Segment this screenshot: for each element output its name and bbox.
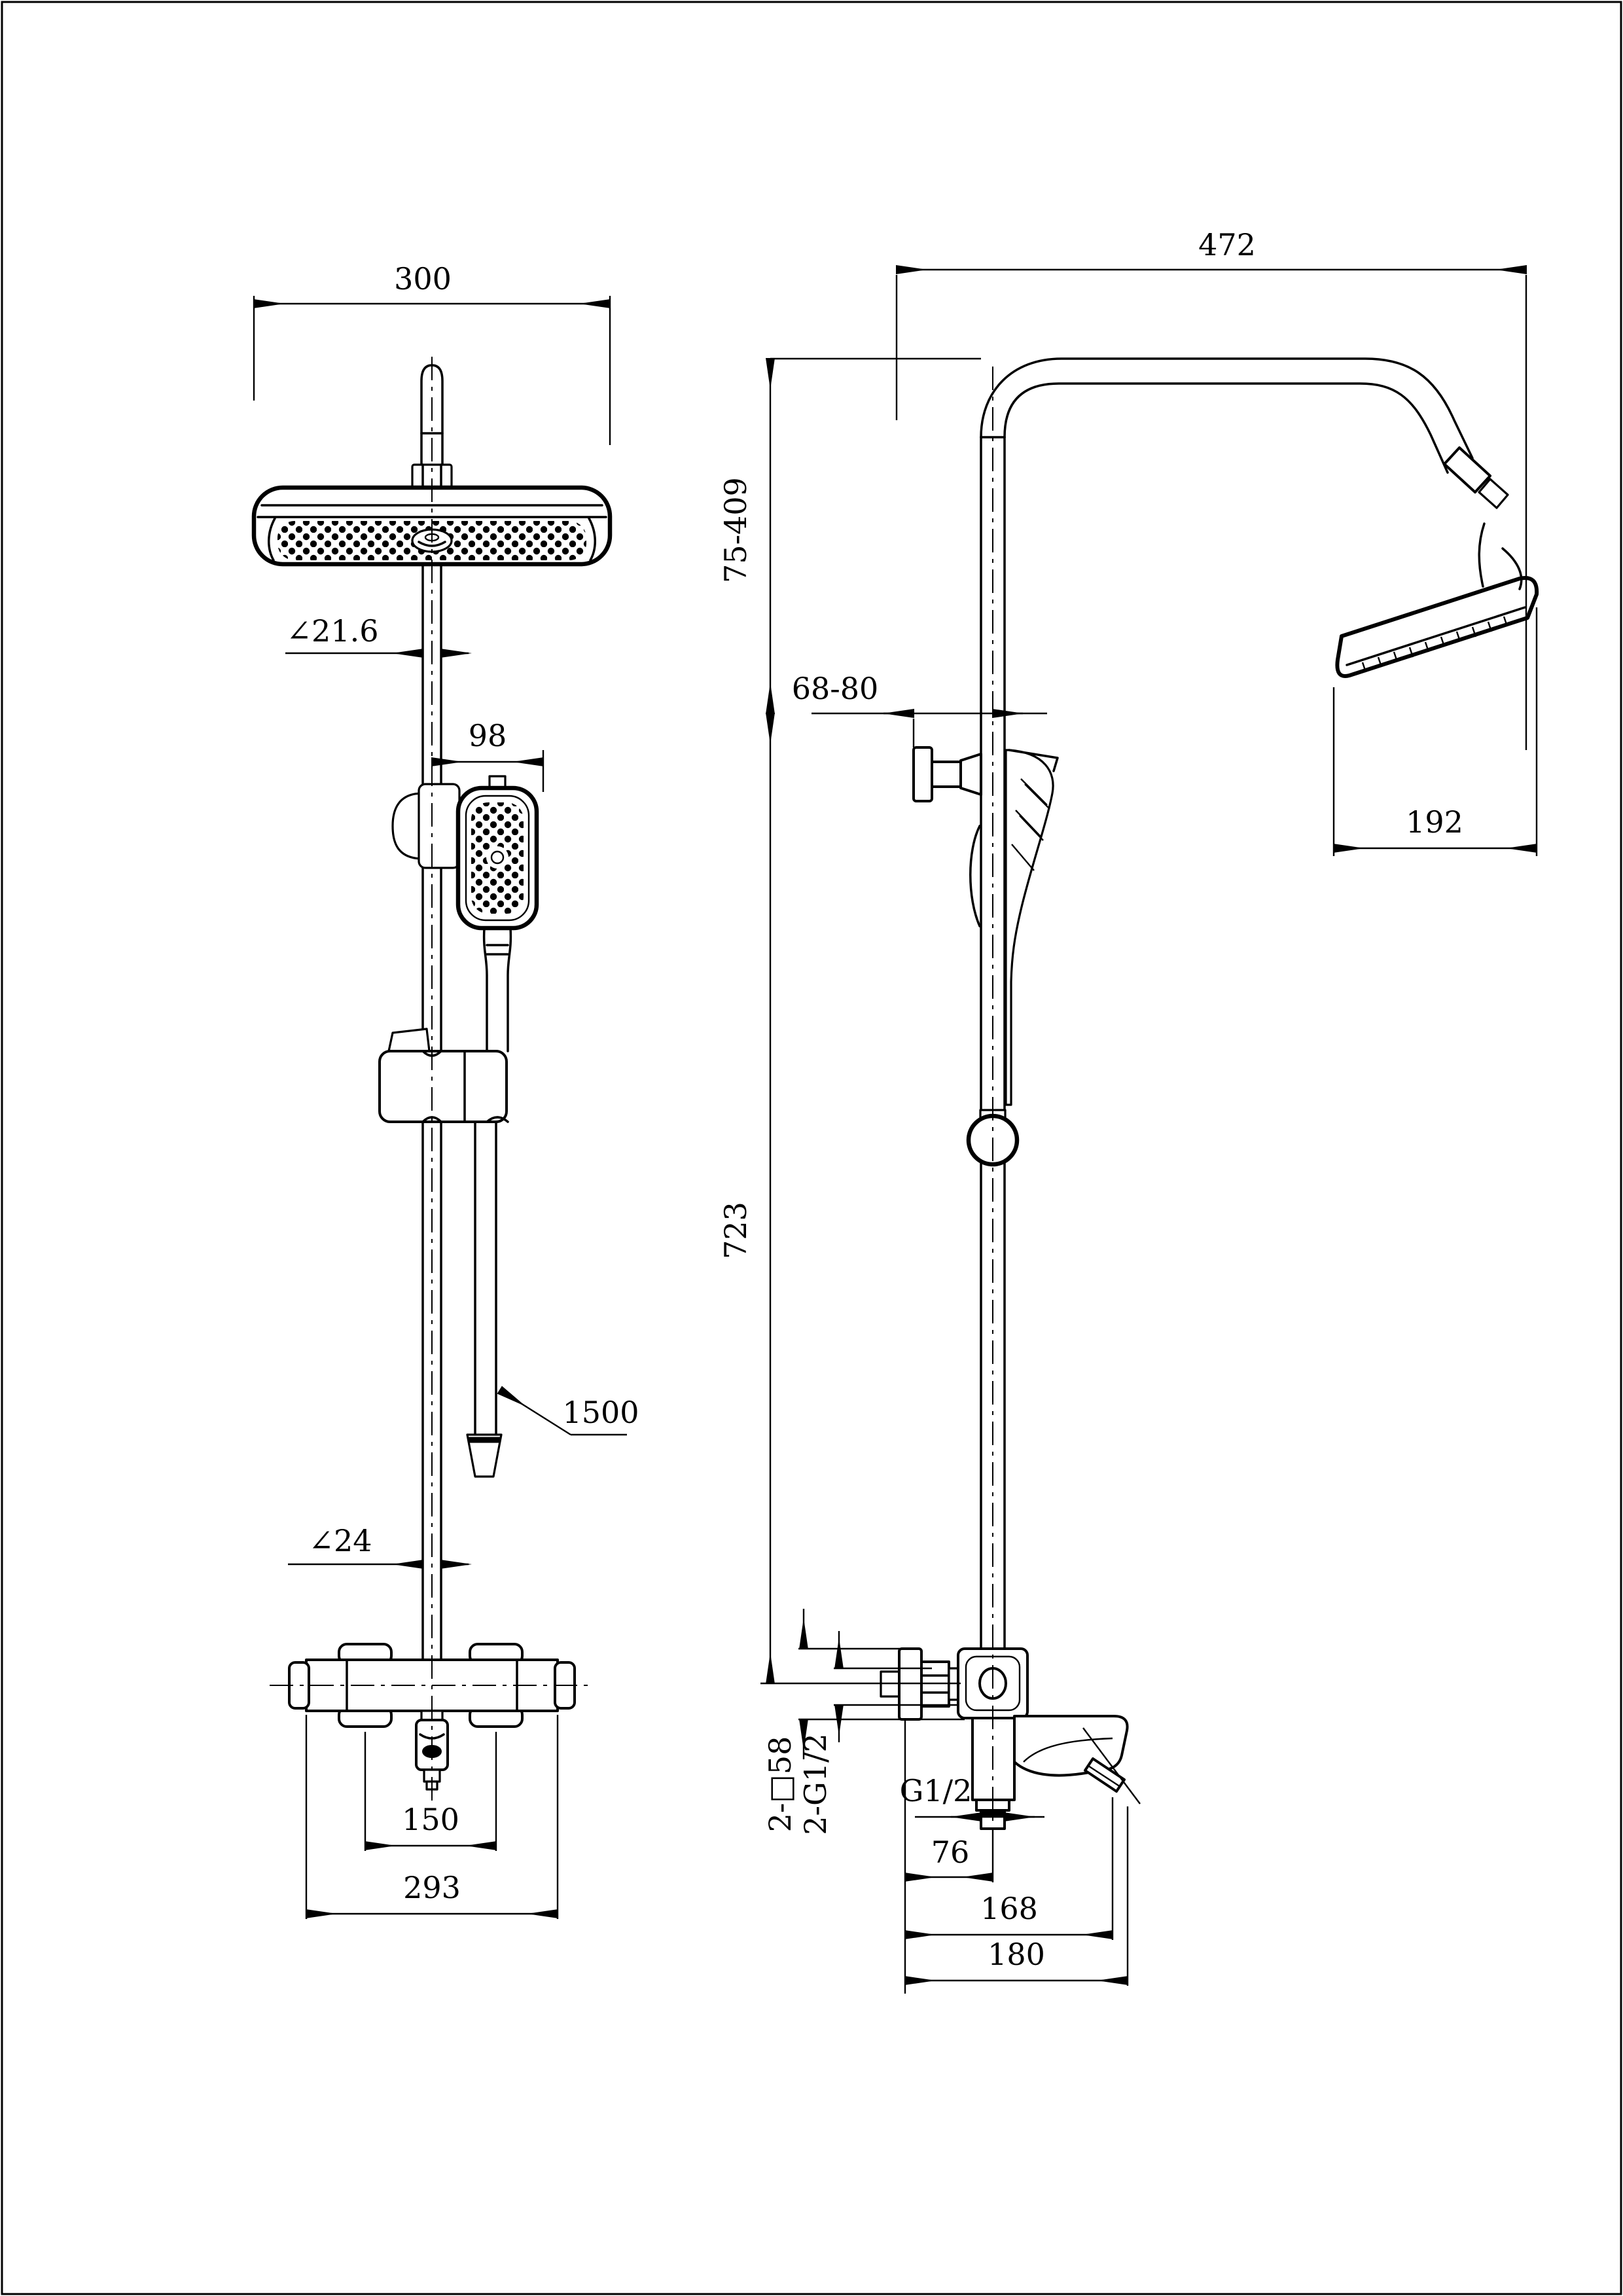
slider-bracket xyxy=(378,1050,508,1123)
handshower-center-ring xyxy=(490,850,505,865)
dim-168: 168 xyxy=(904,1797,1114,1940)
riser-pipe xyxy=(980,436,1006,1650)
dim-472: 472 xyxy=(895,227,1527,750)
front-view: 300 ∠21.6 98 1500 ∠24 150 xyxy=(251,261,639,1919)
handshower-side xyxy=(1005,749,1054,1106)
dim-24: ∠24 xyxy=(288,1523,472,1569)
bath-spout xyxy=(1013,1715,1129,1777)
arm-inner xyxy=(1003,382,1449,474)
dim-68-80: 68-80 xyxy=(792,671,1047,747)
handshower-handle xyxy=(482,927,512,1052)
dim-98: 98 xyxy=(431,718,544,792)
aerator-line xyxy=(1088,1765,1121,1788)
spout-bore-line xyxy=(1023,1737,1113,1763)
dim-723: 723 xyxy=(718,713,775,1684)
stub-nut-facets xyxy=(421,463,442,489)
ball-joint-cone xyxy=(1478,522,1523,590)
wall-bracket-cone xyxy=(959,753,982,796)
clamp-body xyxy=(418,783,461,869)
dim-column-height: 723 xyxy=(718,1202,753,1259)
head-side-rim xyxy=(1346,606,1526,666)
dim-handshower-offset: 98 xyxy=(469,718,507,753)
dim-1500: 1500 xyxy=(497,1386,639,1436)
head-center-arc xyxy=(418,541,446,547)
dim-head-width: 300 xyxy=(394,261,452,296)
dim-inlet-threads: 2-G1/2 xyxy=(798,1733,833,1835)
dim-slidebar-diameter: ∠24 xyxy=(308,1523,372,1558)
connector-nut xyxy=(1443,446,1491,493)
connector-nut-2 xyxy=(1478,478,1509,509)
hose-end-cone xyxy=(466,1433,503,1478)
wall-bracket-stem xyxy=(931,761,962,788)
wall-bracket-plate xyxy=(912,746,933,802)
dim-spout-outlet-offset: 76 xyxy=(931,1835,970,1870)
bracket-lever xyxy=(387,1028,431,1052)
shower-hose xyxy=(474,1121,497,1436)
handshower-side-ledge xyxy=(1008,749,1059,772)
head-end-folds xyxy=(268,517,596,562)
dim-height-adjust: 75-409 xyxy=(718,477,753,583)
dim-192: 192 xyxy=(1332,607,1538,856)
dim-head-diameter: 192 xyxy=(1406,804,1463,840)
dim-76: 76 xyxy=(904,1719,993,1994)
handshower-face-rim xyxy=(465,795,530,922)
dim-2-sq58: 2-□58 xyxy=(762,1609,965,1832)
dim-spout-reach: 168 xyxy=(980,1891,1038,1926)
hex-facets xyxy=(920,1674,950,1694)
dim-180: 180 xyxy=(904,1806,1129,1986)
dim-2-g12: 2-G1/2 xyxy=(798,1631,957,1835)
dim-293: 293 xyxy=(305,1715,559,1919)
dim-inlet-spacing: 150 xyxy=(402,1802,459,1837)
dim-21-6: ∠21.6 xyxy=(285,613,472,658)
dim-g12: G1/2 xyxy=(900,1773,1044,1821)
handshower-center-hole xyxy=(486,846,508,869)
dim-spout-total-reach: 180 xyxy=(988,1937,1045,1972)
side-view: 472 75-409 68-80 192 723 2-□58 xyxy=(718,227,1539,1994)
dim-75-409: 75-409 xyxy=(718,357,981,714)
dim-150: 150 xyxy=(364,1732,497,1851)
head-rim-lines xyxy=(257,504,607,518)
arm-outer xyxy=(980,357,1474,459)
overhead-head-side xyxy=(1335,576,1539,678)
dim-escutcheon: 2-□58 xyxy=(762,1736,798,1833)
dim-pipe-diameter: ∠21.6 xyxy=(287,613,379,649)
holder-clamp-side xyxy=(969,825,981,927)
dim-valve-width: 293 xyxy=(403,1870,461,1905)
dim-arm-reach: 472 xyxy=(1198,227,1256,262)
dim-wall-clearance: 68-80 xyxy=(792,671,879,706)
head-side-nozzle-ticks xyxy=(1361,616,1508,673)
dim-hose-length: 1500 xyxy=(562,1395,639,1430)
dim-300: 300 xyxy=(253,261,611,445)
dim-outlet-thread: G1/2 xyxy=(900,1773,972,1808)
aerator-slash xyxy=(1082,1727,1141,1804)
handshower-side-rims xyxy=(1011,778,1050,871)
clamp-knob xyxy=(391,792,424,860)
